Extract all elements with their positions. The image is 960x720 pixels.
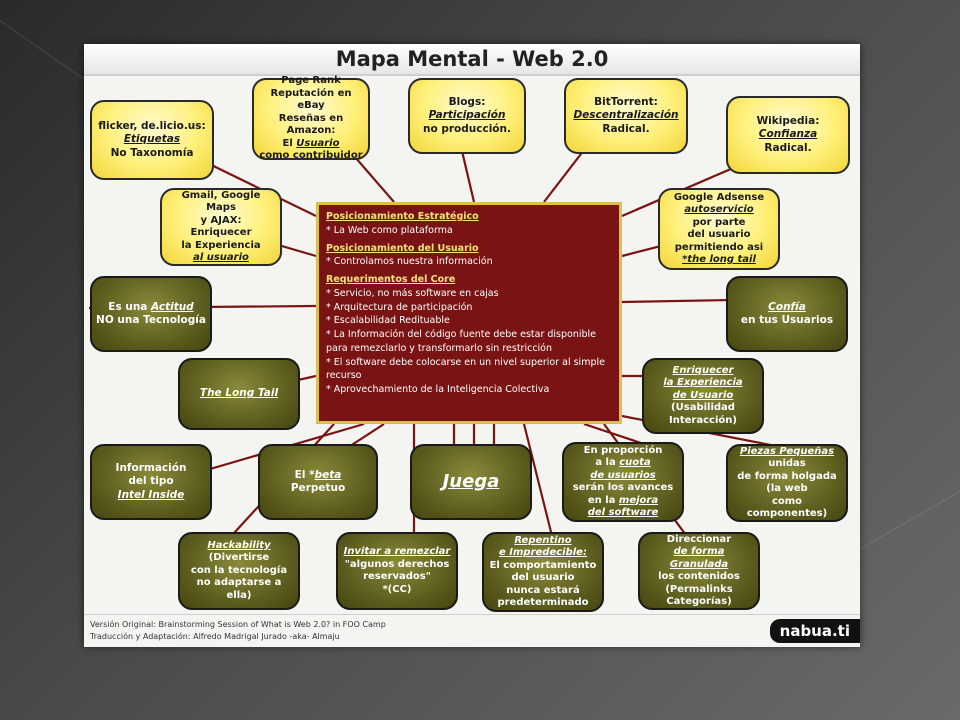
center-node: Posicionamiento Estratégico * La Web com… (316, 202, 622, 424)
center-item: * La Información del código fuente debe … (326, 329, 597, 354)
center-heading: Requerimentos del Core (326, 274, 456, 286)
footer: Versión Original: Brainstorming Session … (84, 614, 860, 647)
footer-credit-translation: Traducción y Adaptación: Alfredo Madriga… (90, 632, 340, 641)
center-item: * Escalabilidad Redituable (326, 315, 450, 327)
brand-logo: nabua.ti (769, 619, 860, 643)
page-title: Mapa Mental - Web 2.0 (84, 44, 860, 76)
slide: Mapa Mental - Web 2.0 (84, 44, 860, 647)
center-item: * Arquitectura de participación (326, 301, 473, 313)
node-juega: Juega (410, 444, 532, 520)
center-item: * Aprovechamiento de la Inteligencia Col… (326, 384, 550, 396)
footer-credit-original: Versión Original: Brainstorming Session … (90, 620, 386, 629)
center-item: * La Web como plataforma (326, 224, 453, 236)
center-item: * Controlamos nuestra información (326, 256, 493, 268)
center-heading: Posicionamiento del Usuario (326, 242, 479, 254)
node-long-tail: The Long Tail (178, 358, 300, 430)
center-item: * Servicio, no más software en cajas (326, 287, 499, 299)
center-heading: Posicionamiento Estratégico (326, 211, 479, 222)
center-item: * El software debe colocarse en un nivel… (326, 356, 605, 382)
